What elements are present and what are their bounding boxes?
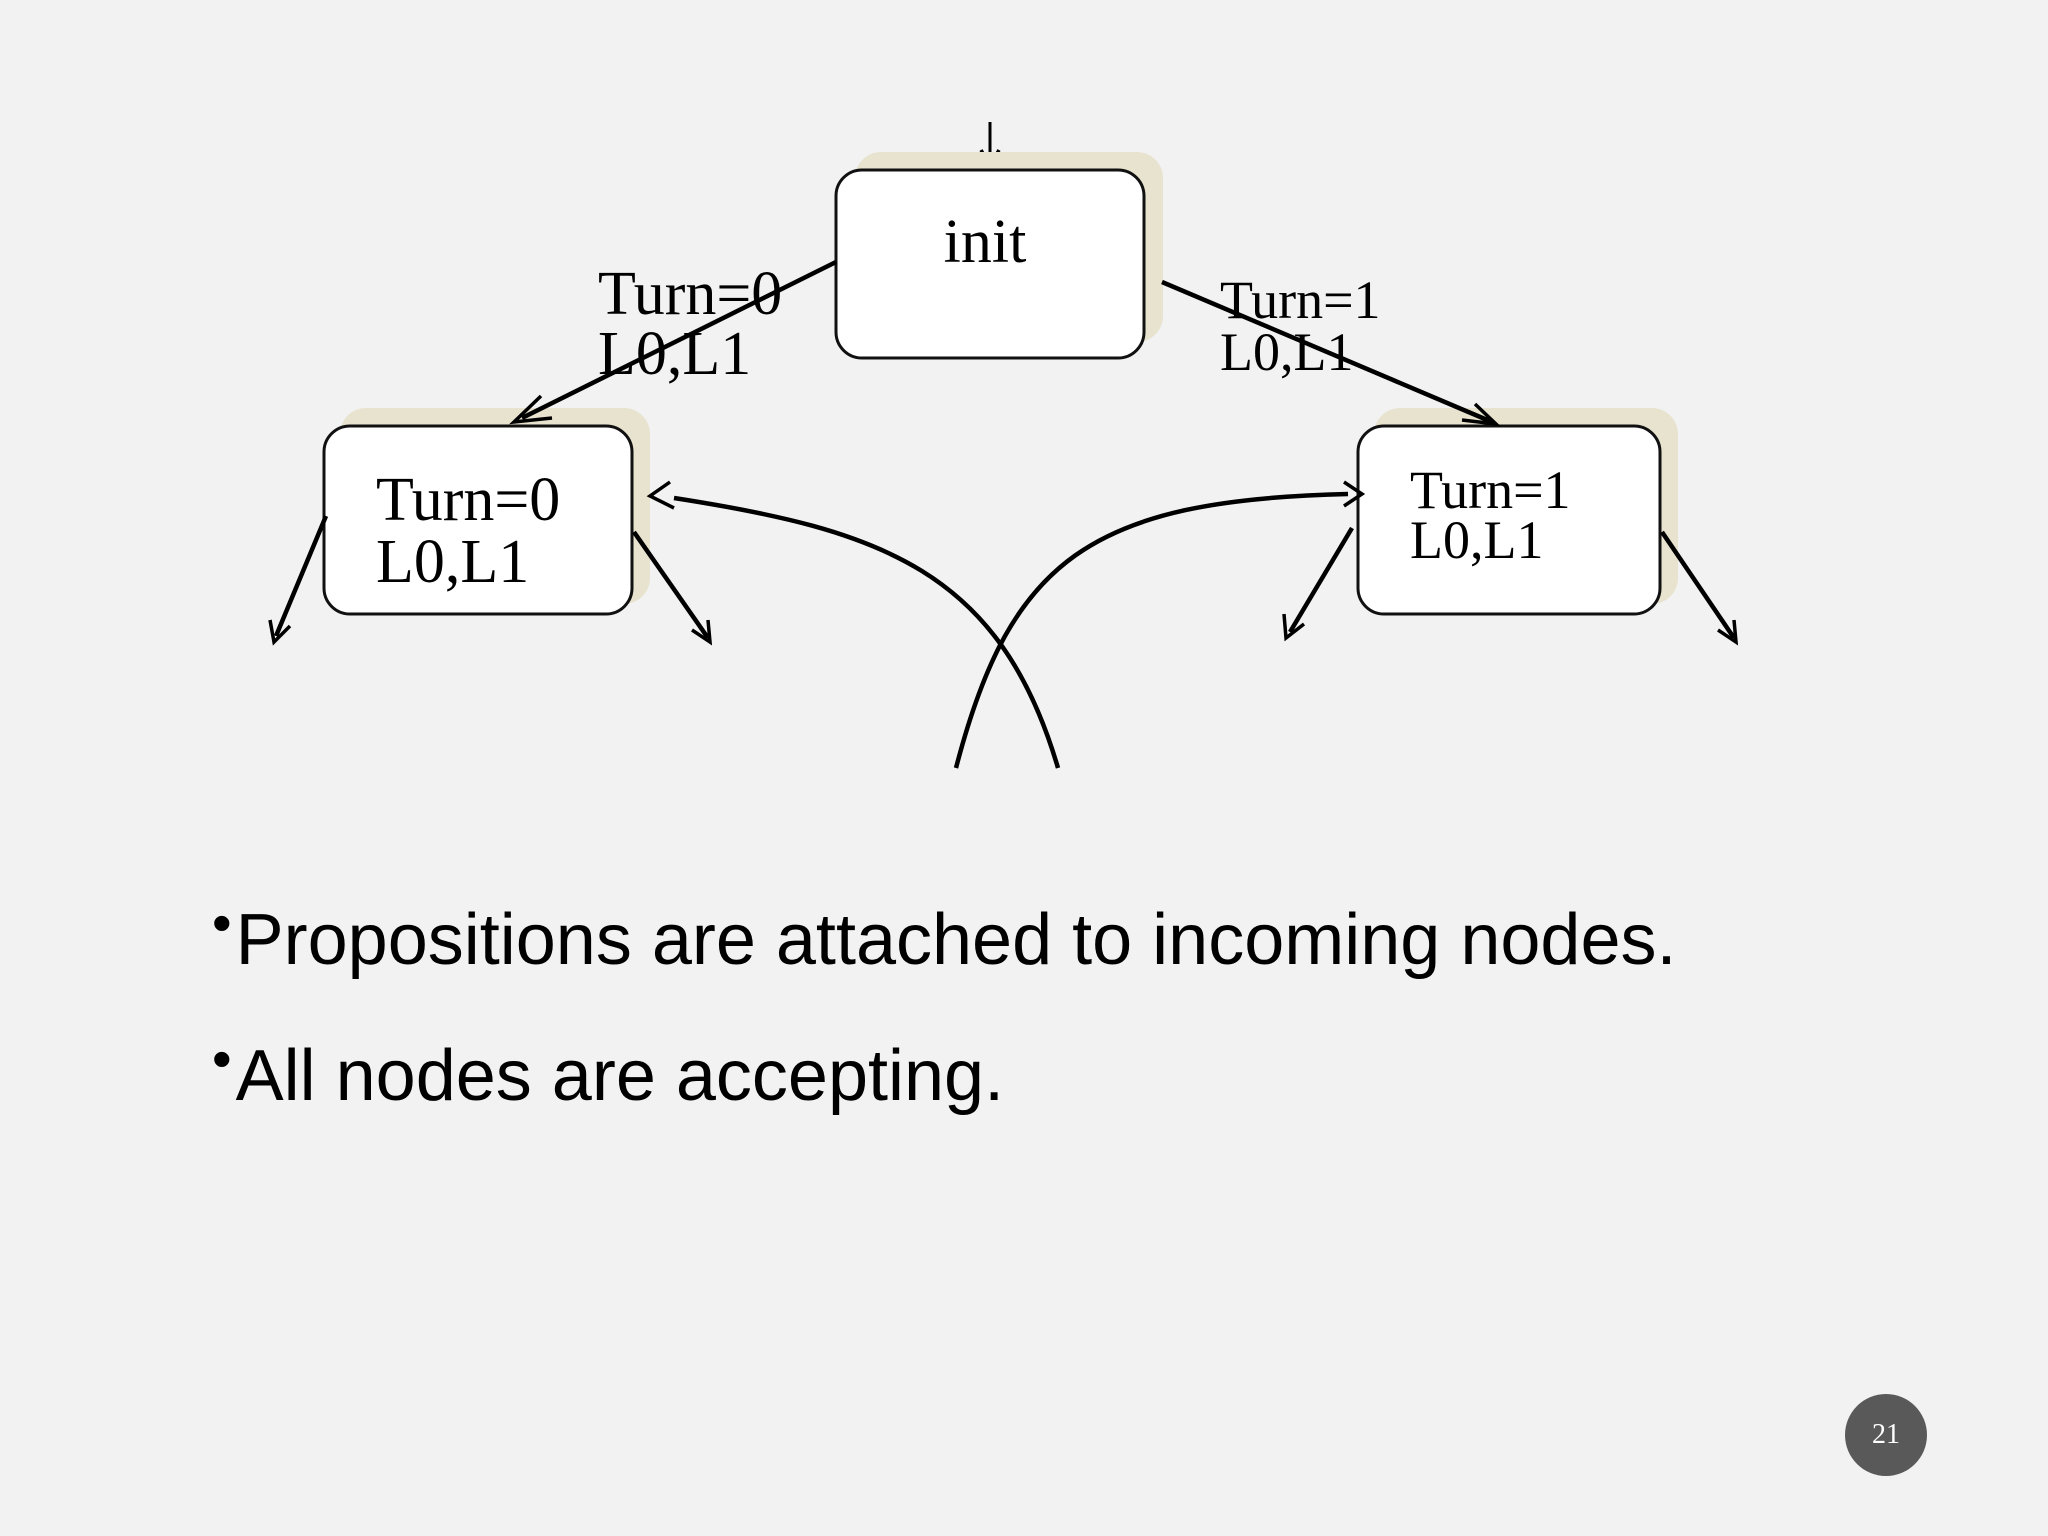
page-number-badge: 21: [1845, 1394, 1927, 1476]
stub-turn0-left: [273, 515, 329, 637]
edge-label-turn1-line2: L0,L1: [1220, 322, 1353, 382]
node-turn1-box: [1356, 424, 1662, 616]
stub-turn0-right: [632, 530, 710, 640]
edge-cross-to-turn1: [953, 491, 1349, 769]
edge-cross-to-turn1-arrowhead: [1343, 480, 1366, 508]
bullet-text: Propositions are attached to incoming no…: [235, 900, 1677, 980]
stub-turn1-left-arrowhead: [1282, 613, 1306, 642]
edge-init-to-turn0: [520, 259, 838, 421]
bullet-list: •Propositions are attached to incoming n…: [212, 890, 1677, 1162]
bullet-marker: •: [212, 891, 232, 954]
stub-turn1-right-arrowhead: [1717, 619, 1739, 646]
node-init-label: init: [944, 208, 1027, 276]
stub-turn1-right: [1660, 530, 1736, 640]
node-turn0-line2: L0,L1: [376, 528, 529, 596]
stub-turn0-left-arrowhead: [268, 619, 292, 646]
edge-init-to-turn1-arrowhead: [1461, 402, 1502, 427]
node-turn1: Turn=1 L0,L1: [1356, 408, 1678, 616]
node-turn1-line1: Turn=1: [1410, 460, 1571, 520]
bullet-item: •Propositions are attached to incoming n…: [212, 890, 1677, 1026]
stub-turn0-right-arrowhead: [691, 619, 713, 646]
bullet-item: •All nodes are accepting.: [212, 1026, 1677, 1162]
edge-cross-to-turn0: [673, 495, 1061, 769]
edge-label-turn0-line1: Turn=0: [598, 260, 782, 328]
node-init: init: [834, 152, 1163, 360]
bullet-marker: •: [212, 1027, 232, 1090]
node-turn0-line1: Turn=0: [376, 466, 560, 534]
node-turn0: Turn=0 L0,L1: [322, 408, 650, 616]
node-turn1-line2: L0,L1: [1410, 510, 1543, 570]
edge-init-to-turn1: [1161, 279, 1493, 425]
edge-label-turn1-line1: Turn=1: [1220, 270, 1381, 330]
edge-init-to-turn0-arrowhead: [509, 394, 553, 425]
edge-cross-to-turn0-arrowhead: [646, 480, 675, 510]
edge-label-turn0-line2: L0,L1: [598, 320, 751, 388]
stub-turn1-left: [1288, 526, 1354, 634]
bullet-text: All nodes are accepting.: [235, 1036, 1005, 1116]
